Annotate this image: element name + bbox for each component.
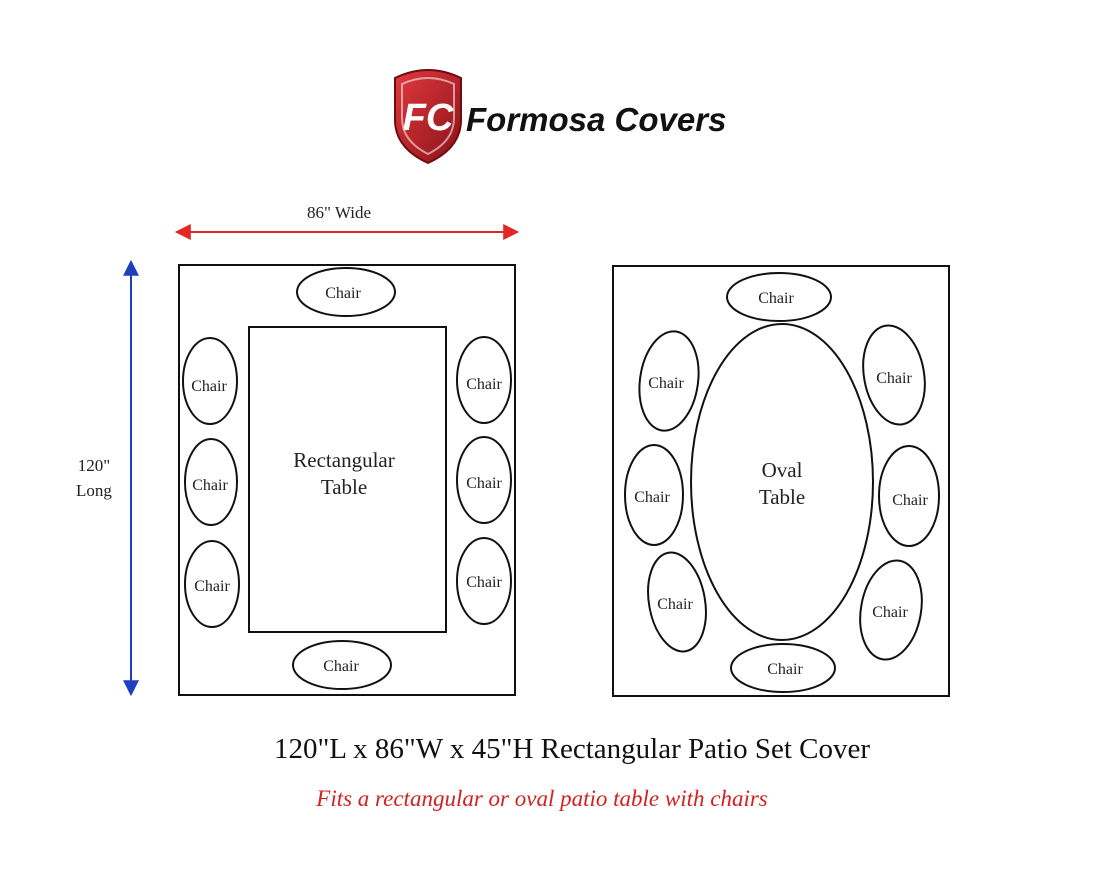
- product-subtitle: Fits a rectangular or oval patio table w…: [315, 786, 768, 811]
- brand-name: Formosa Covers: [466, 101, 726, 138]
- chair-label: Chair: [466, 574, 502, 591]
- chair: Chair: [878, 445, 940, 547]
- chair-label: Chair: [657, 596, 693, 613]
- oval-layout: Oval Table Chair Chair Chair Chair Chair…: [612, 265, 950, 697]
- chair-label: Chair: [466, 376, 502, 393]
- chair-label: Chair: [192, 477, 228, 494]
- chair-label: Chair: [872, 604, 908, 621]
- chair: Chair: [456, 436, 512, 524]
- chair: Chair: [456, 537, 512, 625]
- chair: Chair: [624, 444, 684, 546]
- chair-label: Chair: [648, 375, 684, 392]
- oval-table-label-line2: Table: [759, 485, 805, 509]
- chair-label: Chair: [767, 661, 803, 678]
- chair: Chair: [182, 337, 238, 425]
- chair: Chair: [456, 336, 512, 424]
- rect-table-label-line2: Table: [321, 475, 367, 499]
- rect-cover-outline: [178, 264, 516, 696]
- rectangular-layout: Rectangular Table Chair Chair Chair Chai…: [178, 264, 516, 696]
- chair-label: Chair: [634, 489, 670, 506]
- chair: Chair: [730, 643, 836, 693]
- chair-label: Chair: [325, 285, 361, 302]
- length-label-line2: Long: [76, 481, 112, 500]
- chair: Chair: [647, 551, 707, 653]
- chair: Chair: [296, 267, 396, 317]
- chair-label: Chair: [758, 290, 794, 307]
- chair-label: Chair: [323, 658, 359, 675]
- chair-label: Chair: [466, 475, 502, 492]
- chair: Chair: [184, 438, 238, 526]
- chair: Chair: [184, 540, 240, 628]
- shield-logo-icon: [394, 69, 462, 165]
- oval-cover-outline: [612, 265, 950, 697]
- chair: Chair: [292, 640, 392, 690]
- chair: Chair: [862, 324, 926, 426]
- chair: Chair: [638, 330, 700, 432]
- rectangular-table: [248, 326, 447, 633]
- chair: Chair: [859, 559, 923, 661]
- oval-table: [690, 323, 874, 641]
- rect-table-label-line1: Rectangular: [293, 448, 394, 472]
- brand-monogram: FC: [403, 97, 454, 139]
- product-title: 120"L x 86"W x 45"H Rectangular Patio Se…: [274, 733, 870, 765]
- chair-label: Chair: [892, 492, 928, 509]
- chair-label: Chair: [191, 378, 227, 395]
- width-label: 86" Wide: [307, 203, 371, 222]
- chair: Chair: [726, 272, 832, 322]
- chair-label: Chair: [194, 578, 230, 595]
- length-label-line1: 120": [78, 456, 110, 475]
- brand-logo: FC Formosa Covers: [394, 69, 726, 165]
- chair-label: Chair: [876, 370, 912, 387]
- oval-table-label-line1: Oval: [762, 458, 803, 482]
